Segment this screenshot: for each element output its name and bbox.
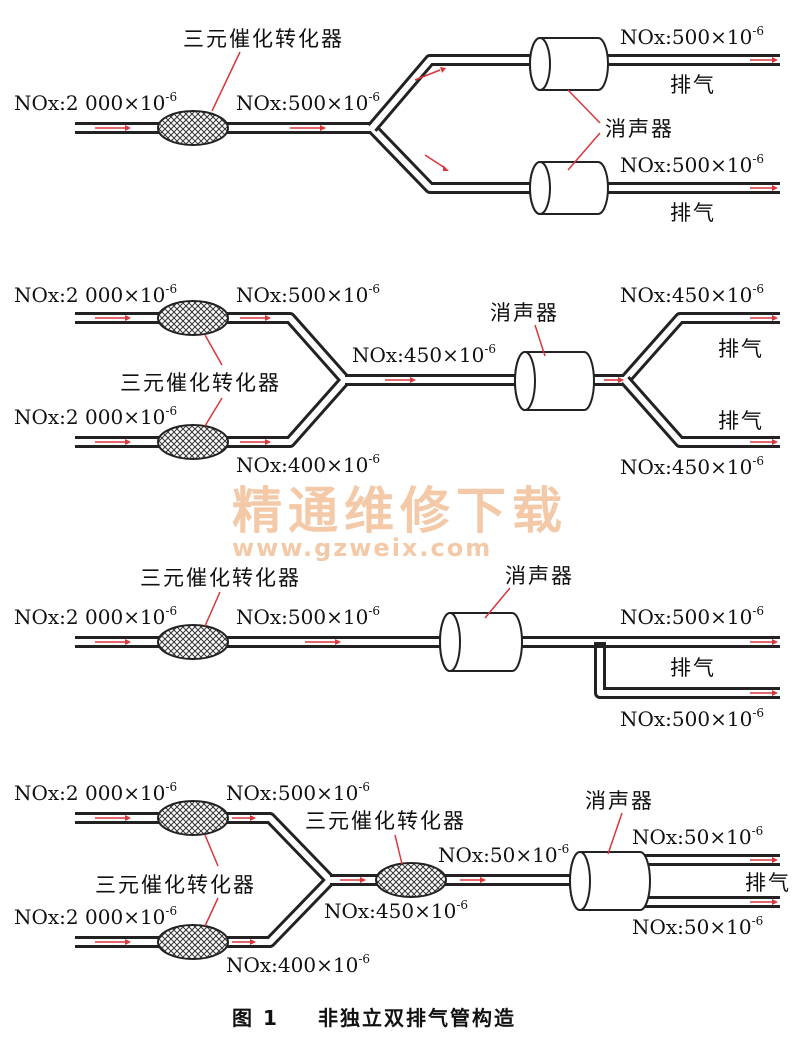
nox-after-converter-label: NOx:400×10-6 xyxy=(236,452,380,477)
figure-title: 非独立双排气管构造 xyxy=(318,1006,516,1030)
flow-arrows xyxy=(95,315,778,445)
nox-inlet-label: NOx:2 000×10-6 xyxy=(14,90,177,115)
flow-arrows xyxy=(95,639,778,696)
converter-label: 三元催化转化器 xyxy=(183,27,344,51)
nox-outlet-label: NOx:500×10-6 xyxy=(620,24,764,49)
nox-after-converter-label: NOx:400×10-6 xyxy=(226,952,370,977)
nox-inlet-label: NOx:2 000×10-6 xyxy=(14,904,177,929)
nox-after-second-converter-label: NOx:50×10-6 xyxy=(438,842,569,867)
nox-outlet-label: NOx:500×10-6 xyxy=(620,706,764,731)
nox-inlet-label: NOx:2 000×10-6 xyxy=(14,780,177,805)
exhaust-label: 排气 xyxy=(718,337,764,361)
nox-after-converter-label: NOx:500×10-6 xyxy=(236,604,380,629)
catalytic-converter-icon xyxy=(157,800,229,836)
muffler-label: 消声器 xyxy=(490,301,559,325)
exhaust-label: 排气 xyxy=(670,656,716,680)
exhaust-label: 排气 xyxy=(670,73,716,97)
nox-merged-label: NOx:450×10-6 xyxy=(352,342,496,367)
nox-inlet-label: NOx:2 000×10-6 xyxy=(14,404,177,429)
converter-label: 三元催化转化器 xyxy=(95,873,256,897)
converter-label: 三元催化转化器 xyxy=(305,809,466,833)
diagram-single-converter-tee-outlet: 三元催化转化器 消声器 排气 NOx:2 000×10-6 NOx:500×10… xyxy=(14,564,780,731)
nox-outlet-label: NOx:450×10-6 xyxy=(620,454,764,479)
muffler-label: 消声器 xyxy=(505,564,574,588)
nox-merged-label: NOx:450×10-6 xyxy=(324,898,468,923)
nox-outlet-label: NOx:450×10-6 xyxy=(620,282,764,307)
nox-outlet-label: NOx:500×10-6 xyxy=(620,152,764,177)
muffler-icon xyxy=(529,161,609,215)
diagram-single-converter-split-mufflers: 三元催化转化器 消声器 排气 排气 NOx:2 000×10-6 NOx:500… xyxy=(14,24,780,225)
muffler-icon xyxy=(529,37,609,91)
muffler-icon xyxy=(439,612,523,672)
pipe xyxy=(75,122,540,194)
catalytic-converter-icon xyxy=(157,110,229,146)
catalytic-converter-icon xyxy=(157,624,229,660)
diagram-dual-converter-merge-split: 三元催化转化器 消声器 排气 排气 NOx:2 000×10-6 NOx:2 0… xyxy=(14,282,780,479)
nox-outlet-label: NOx:50×10-6 xyxy=(632,914,763,939)
catalytic-converter-icon xyxy=(157,924,229,960)
nox-after-converter-label: NOx:500×10-6 xyxy=(236,282,380,307)
flow-arrows xyxy=(95,57,778,191)
exhaust-label: 排气 xyxy=(670,201,716,225)
flow-arrows xyxy=(95,815,778,945)
watermark-url: www.gzweix.com xyxy=(232,534,492,562)
converter-label: 三元催化转化器 xyxy=(120,371,281,395)
figure-number: 图 1 xyxy=(232,1006,279,1030)
muffler-icon xyxy=(569,851,651,911)
nox-after-converter-label: NOx:500×10-6 xyxy=(236,90,380,115)
exhaust-label: 排气 xyxy=(745,871,791,895)
watermark: 精通维修下载 www.gzweix.com xyxy=(232,482,568,562)
watermark-title: 精通维修下载 xyxy=(232,482,568,540)
nox-after-converter-label: NOx:500×10-6 xyxy=(226,780,370,805)
nox-inlet-label: NOx:2 000×10-6 xyxy=(14,282,177,307)
figure-caption: 图 1 非独立双排气管构造 xyxy=(232,1006,516,1030)
muffler-label: 消声器 xyxy=(585,789,654,813)
catalytic-converter-icon xyxy=(157,300,229,336)
catalytic-converter-icon xyxy=(157,424,229,460)
converter-label: 三元催化转化器 xyxy=(140,566,301,590)
catalytic-converter-icon xyxy=(375,862,447,898)
muffler-label: 消声器 xyxy=(605,117,674,141)
nox-outlet-label: NOx:50×10-6 xyxy=(632,824,763,849)
nox-outlet-label: NOx:500×10-6 xyxy=(620,604,764,629)
diagram-dual-converter-merge-second-converter: 三元催化转化器 三元催化转化器 消声器 排气 NOx:2 000×10-6 NO… xyxy=(14,780,791,977)
exhaust-label: 排气 xyxy=(718,409,764,433)
muffler-icon xyxy=(514,351,595,411)
nox-inlet-label: NOx:2 000×10-6 xyxy=(14,604,177,629)
